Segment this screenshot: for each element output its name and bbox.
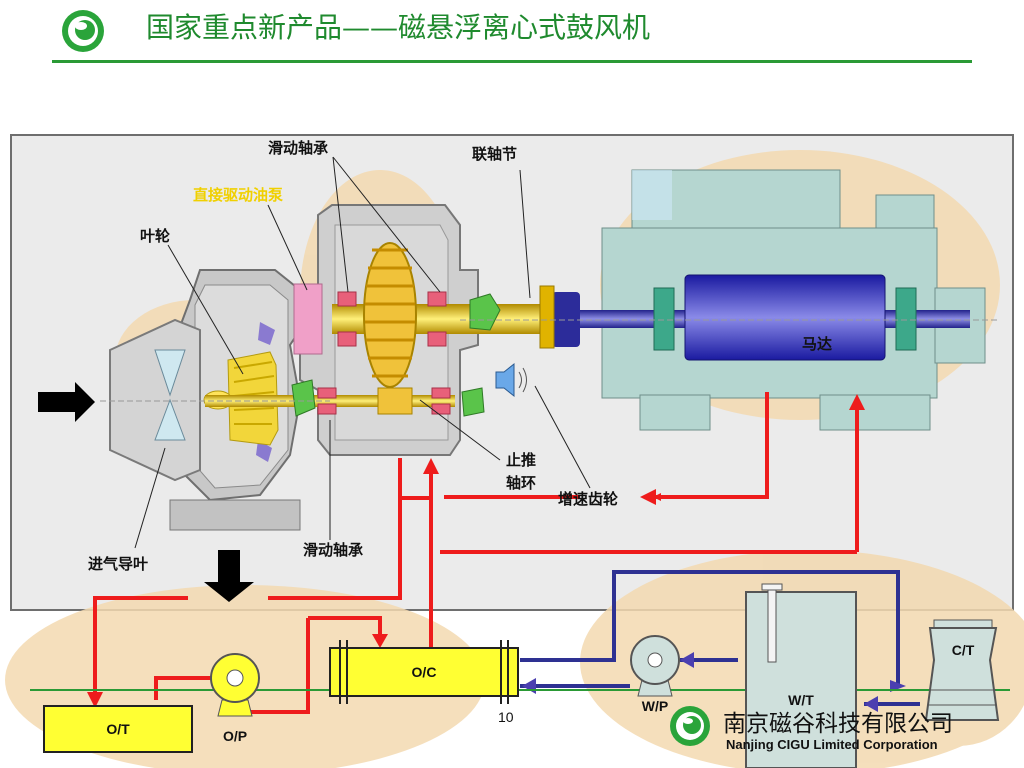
company-name-en: Nanjing CIGU Limited Corporation [726,737,938,752]
label-thrust-ring-line1: 止推 [506,451,537,469]
motor-assembly [552,169,986,431]
header-divider [52,60,972,63]
oil-pump-graphic [293,283,323,355]
air-inlet-arrow [38,382,95,422]
sound-icon [495,362,527,398]
oil-cooler-label: O/C [411,664,437,680]
company-logo-bottom [670,706,710,746]
page-title: 国家重点新产品——磁悬浮离心式鼓风机 [146,11,651,44]
water-tank-label: W/T [788,692,814,708]
label-impeller: 叶轮 [140,227,171,245]
leader-lines [134,156,591,549]
water-pump-label: W/P [641,698,669,714]
company-name-cn: 南京磁谷科技有限公司 [723,711,953,737]
page-number: 10 [498,709,514,725]
bull-gear-graphic [363,242,417,388]
water-pump-unit [630,635,680,697]
oil-tank-graphic [43,705,193,753]
label-motor: 马达 [802,335,833,353]
label-sliding-bearing-top: 滑动轴承 [268,139,329,157]
cooling-tower-graphic [924,619,1000,721]
water-tank-graphic [745,583,857,768]
label-sliding-bearing-bottom: 滑动轴承 [303,541,364,559]
oil-circuit [93,392,859,714]
label-inlet-guide-vane: 进气导叶 [88,555,149,573]
oil-tank-label: O/T [106,721,130,737]
oil-pump-unit [210,653,260,717]
cooling-tower-label: C/T [951,642,975,658]
coupling-graphics [291,293,501,417]
label-thrust-ring-line2: 轴环 [506,474,537,492]
label-coupling: 联轴节 [472,145,518,163]
bearing-graphics [317,291,451,415]
label-oil-pump: 直接驱动油泵 [193,186,284,204]
air-outlet-arrow [204,550,254,602]
company-logo [58,6,108,56]
oil-pump-label: O/P [222,728,248,744]
label-speed-gear: 增速齿轮 [558,490,619,508]
pinion-gear-graphic [377,387,413,415]
oil-cooler-graphic [329,640,519,704]
